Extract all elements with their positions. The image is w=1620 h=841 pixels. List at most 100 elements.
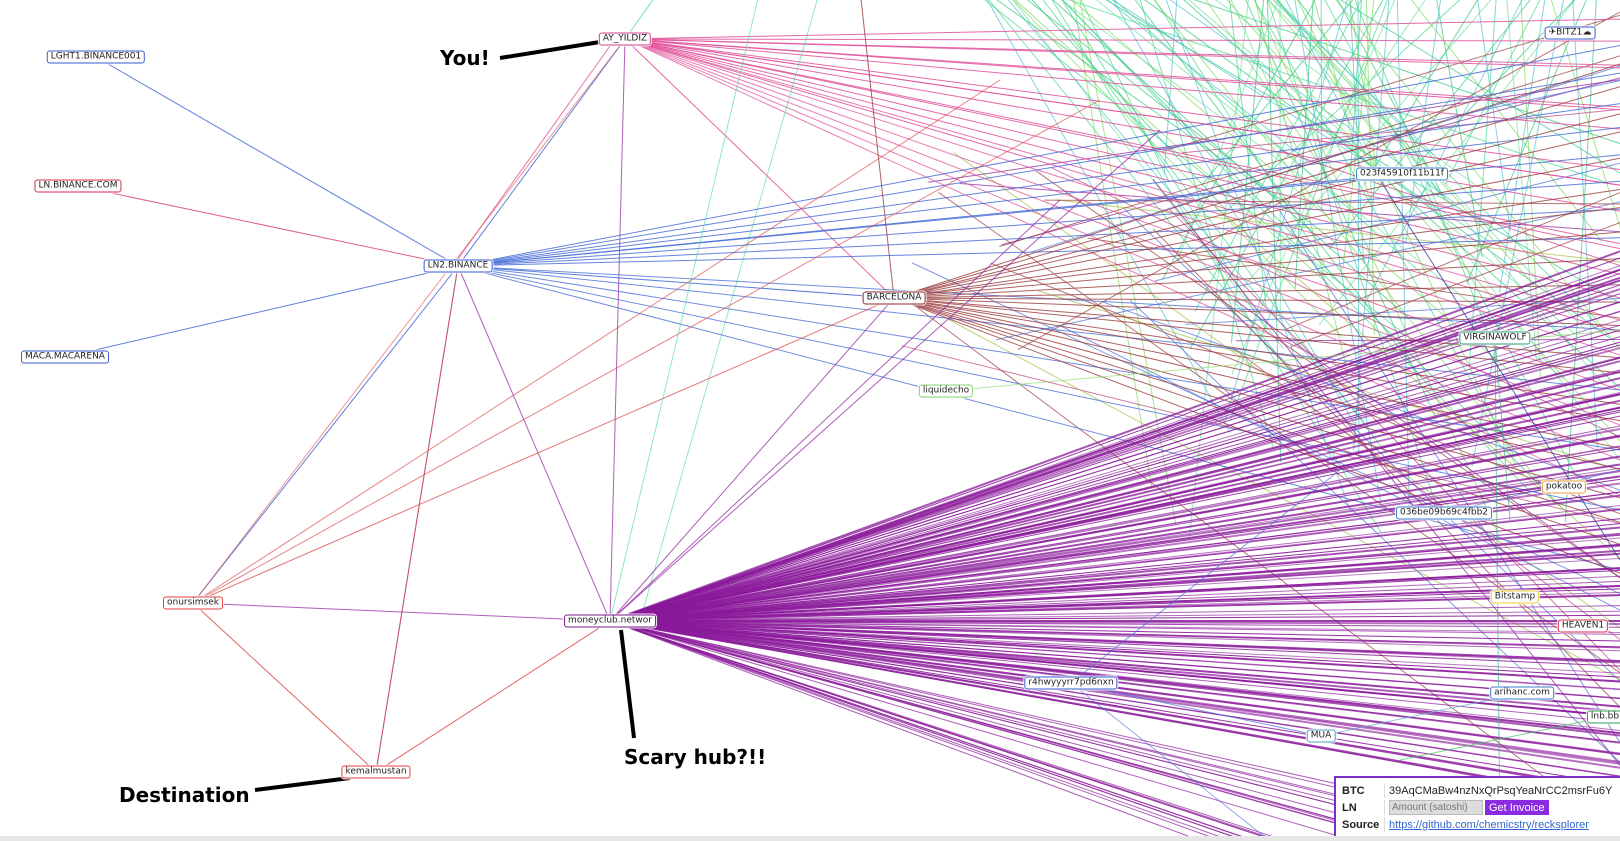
graph-edge-359: [609, 620, 1246, 841]
graph-edge-149: [947, 318, 1620, 681]
graph-edge-146: [1290, 222, 1620, 348]
graph-edge-312: [609, 620, 1620, 628]
graph-edge-155: [624, 38, 1620, 111]
graph-edge-168: [624, 38, 1620, 391]
graph-edge-163: [624, 38, 1620, 275]
graph-edge-174: [457, 38, 626, 267]
node-lnb[interactable]: LN.BINANCE.COM: [34, 179, 122, 193]
node-virg[interactable]: VIRGINAWOLF: [1459, 331, 1531, 345]
node-mua[interactable]: MUA: [1306, 729, 1336, 743]
node-onur[interactable]: onursimsek: [162, 596, 224, 610]
graph-edge-203: [893, 157, 1620, 299]
node-id023[interactable]: 023f45910f11b11f: [1356, 167, 1448, 181]
graph-edge-101: [1230, 0, 1299, 151]
graph-edge-205: [893, 207, 1620, 299]
graph-edge-262: [609, 393, 1620, 622]
graph-edge-332: [609, 620, 1620, 717]
graph-edge-379: [1070, 682, 1322, 737]
graph-edge-104: [1253, 0, 1515, 457]
node-ln2[interactable]: LN2.BINANCE: [423, 259, 493, 273]
graph-edge-274: [609, 448, 1620, 622]
node-bitz[interactable]: ✈BITZ1☁: [1544, 26, 1596, 40]
node-barca[interactable]: BARCELONA: [862, 291, 926, 305]
node-ay[interactable]: AY_YILDIZ: [598, 32, 652, 46]
node-arih[interactable]: arihanc.com: [1490, 686, 1554, 700]
btc-address[interactable]: 39AqCMaBw4nzNxQrPsqYeaNrCC2msrFu6Y: [1389, 784, 1613, 797]
horizontal-scrollbar[interactable]: [0, 836, 1620, 841]
graph-edge-381: [1070, 682, 1271, 841]
graph-edge-386: [1443, 469, 1620, 514]
node-pok[interactable]: pokatoo: [1541, 480, 1587, 494]
graph-edge-145: [1291, 80, 1620, 152]
graph-edge-117: [990, 262, 1620, 515]
graph-edge-9: [1320, 0, 1323, 212]
graph-edge-105: [1564, 0, 1597, 523]
graph-edge-248: [609, 329, 1620, 622]
graph-edge-230: [375, 265, 459, 773]
graph-edge-346: [609, 620, 1620, 786]
graph-edge-120: [1279, 210, 1620, 743]
graph-edge-143: [1129, 300, 1620, 763]
node-kemal[interactable]: kemalmustan: [341, 765, 411, 779]
graph-edge-37: [1068, 0, 1609, 184]
graph-edge-300: [609, 569, 1620, 622]
graph-edge-177: [639, 0, 818, 622]
node-lght1[interactable]: LGHT1.BINANCE001: [46, 50, 146, 64]
graph-edge-178: [95, 56, 459, 267]
amount-input[interactable]: [1389, 800, 1483, 815]
graph-edge-173: [609, 38, 626, 622]
node-r4h[interactable]: r4hwyyyrr7pd6nxn: [1024, 676, 1118, 690]
graph-edge-373: [609, 620, 1443, 841]
node-id036[interactable]: 036be09b69c4fbb2: [1395, 506, 1493, 520]
get-invoice-button[interactable]: Get Invoice: [1485, 800, 1549, 815]
graph-edge-107: [1364, 0, 1523, 304]
graph-edge-290: [609, 526, 1620, 622]
graph-edge-141: [1154, 162, 1620, 282]
graph-edge-151: [624, 38, 1620, 42]
graph-edge-297: [609, 552, 1620, 622]
graph-edge-109: [1214, 0, 1479, 188]
graph-edge-57: [1163, 0, 1178, 175]
graph-edge-80: [1354, 0, 1495, 347]
node-heaven[interactable]: HEAVEN1: [1557, 619, 1609, 633]
graph-edge-186: [457, 45, 1620, 267]
graph-edge-150: [624, 18, 1620, 40]
graph-edge-320: [609, 620, 1620, 663]
graph-edge-245: [609, 319, 1620, 622]
graph-edge-180: [64, 265, 459, 358]
source-link[interactable]: https://github.com/chemicstry/recksplore…: [1389, 818, 1589, 831]
graph-edge-378: [609, 0, 759, 622]
graph-edge-18: [1153, 0, 1550, 494]
graph-edge-288: [609, 518, 1620, 622]
node-bits[interactable]: Bitstamp: [1490, 590, 1540, 604]
node-money[interactable]: moneyclub.networ: [564, 614, 656, 628]
graph-edge-306: [609, 594, 1620, 622]
graph-edge-301: [609, 575, 1620, 622]
btc-label: BTC: [1342, 784, 1365, 797]
graph-edge-132: [1087, 237, 1620, 319]
graph-edge-326: [609, 620, 1620, 690]
graph-edge-55: [1445, 0, 1541, 185]
graph-edge-10: [1205, 0, 1333, 183]
graph-edge-246: [609, 324, 1620, 622]
graph-edge-387: [1399, 716, 1606, 761]
graph-edge-159: [624, 38, 1620, 186]
graph-edge-390: [619, 629, 636, 739]
ln-row: LN Get Invoice: [1342, 799, 1614, 816]
node-lnbb[interactable]: lnb.bb: [1586, 710, 1620, 724]
graph-edge-147: [1214, 205, 1620, 559]
graph-edge-123: [1287, 192, 1620, 330]
graph-edge-343: [609, 620, 1620, 769]
graph-edge-139: [1152, 178, 1620, 766]
graph-edge-276: [609, 463, 1620, 622]
node-maca[interactable]: MACA.MACARENA: [21, 350, 109, 364]
graph-edge-197: [457, 265, 1620, 511]
graph-edge-370: [609, 620, 1202, 841]
graph-edge-226: [192, 38, 626, 604]
graph-edge-92: [1031, 0, 1226, 210]
node-liq[interactable]: liquidecho: [918, 384, 974, 398]
graph-edge-160: [624, 38, 1620, 212]
graph-edge-45: [1188, 0, 1249, 540]
annotation-scary-hub: Scary hub?!!: [624, 745, 767, 769]
